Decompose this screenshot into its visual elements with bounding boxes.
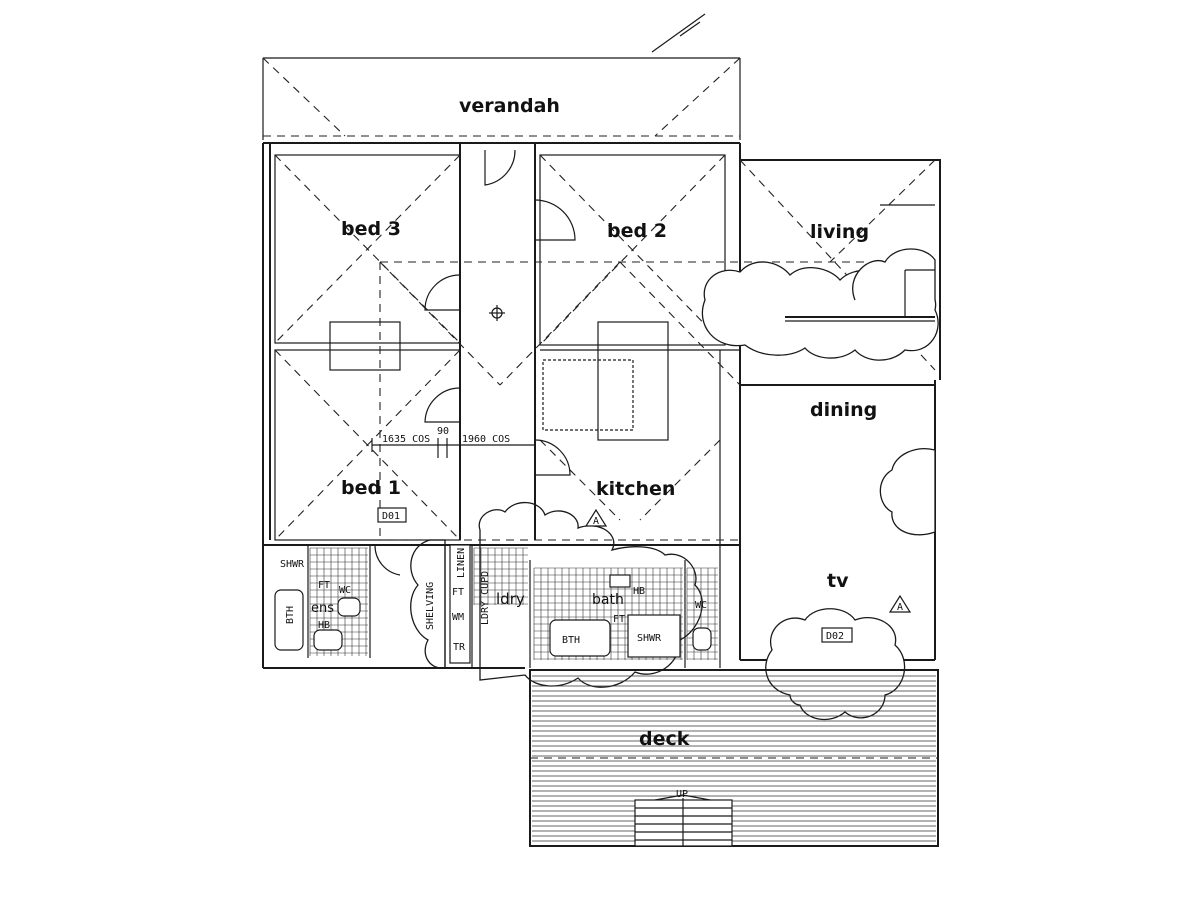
bed-stubs <box>329 321 669 441</box>
door-tag-d02: D02 <box>826 631 844 642</box>
fixture-label-ldry-cupd: LDRY CUPD <box>480 571 491 625</box>
light-fixture-icon <box>489 305 505 321</box>
interior-walls <box>263 143 935 668</box>
door-tags: D01 D02 <box>377 507 853 643</box>
room-label-bed2: bed 2 <box>607 220 667 242</box>
tree-symbols <box>410 248 939 721</box>
fixture-label-shelving: SHELVING <box>425 582 436 630</box>
deck-area <box>529 669 939 847</box>
fixture-label-bth-ens: BTH <box>285 606 296 624</box>
room-label-bed1: bed 1 <box>341 477 401 499</box>
fixture-graphics <box>274 544 712 664</box>
fixture-label-up: UP <box>676 789 688 800</box>
fixture-label-bth-bath: BTH <box>562 635 580 646</box>
room-label-tv: tv <box>827 570 849 592</box>
fixture-labels: SHWR FT WC BTH HB SHELVING LINEN FT WM T… <box>280 548 707 800</box>
fixture-label-ft-bath: FT <box>613 614 625 625</box>
fixture-label-hb-bath: HB <box>633 586 645 597</box>
fixture-label-ft-ldry: FT <box>452 587 464 598</box>
fixture-label-ft-ens: FT <box>318 580 330 591</box>
fixture-label-tr: TR <box>453 642 466 653</box>
room-label-ens: ens <box>311 601 334 616</box>
fixture-label-wc-bath: WC <box>695 600 707 611</box>
section-marker-a-kitchen: A <box>593 516 599 527</box>
section-marker-a-tv: A <box>897 602 903 613</box>
section-markers: A A <box>584 508 912 613</box>
fixture-label-shwr-ens: SHWR <box>280 559 305 570</box>
door-tag-d01: D01 <box>382 511 400 522</box>
living-partition <box>785 204 935 322</box>
dim-label-1635: 1635 COS <box>382 434 430 445</box>
room-label-ldry: ldry <box>496 590 525 608</box>
dimension-line: 1635 COS 90 1960 COS <box>371 426 536 458</box>
room-labels: verandah bed 3 bed 2 living dining bed 1… <box>311 95 877 750</box>
dim-label-90: 90 <box>437 426 449 437</box>
dim-label-1960: 1960 COS <box>462 434 510 445</box>
verandah-area <box>262 57 741 140</box>
sketch-marks <box>651 13 706 53</box>
fixture-label-linen: LINEN <box>456 548 467 578</box>
room-label-verandah: verandah <box>459 95 560 117</box>
fixture-label-shwr-bath: SHWR <box>637 633 662 644</box>
fixture-label-wm: WM <box>452 612 464 623</box>
room-label-deck: deck <box>639 728 690 750</box>
room-label-bath: bath <box>592 592 624 608</box>
room-label-kitchen: kitchen <box>596 478 675 500</box>
room-label-bed3: bed 3 <box>341 218 401 240</box>
room-label-living: living <box>810 221 869 243</box>
fixture-label-hb-ens: HB <box>318 620 330 631</box>
roof-lines <box>274 154 940 541</box>
room-label-dining: dining <box>810 399 877 421</box>
fixture-label-wc-ens: WC <box>339 585 351 596</box>
